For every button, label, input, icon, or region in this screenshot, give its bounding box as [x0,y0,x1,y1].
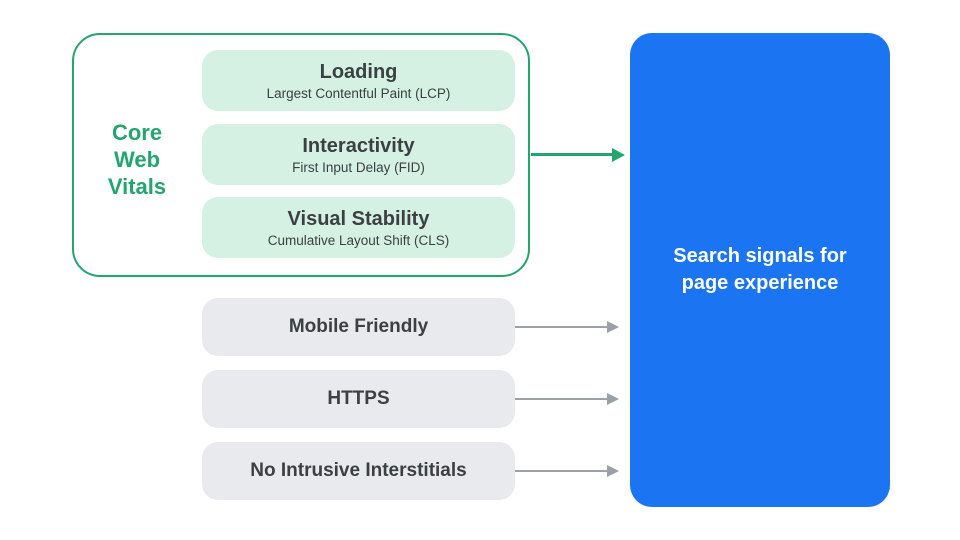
search-signals-panel-label: Search signals for page experience [673,245,847,294]
search-signals-panel: Search signals for page experience [630,33,890,507]
signal-box-https: HTTPS [202,370,515,428]
core-web-vitals-label-line: Core [111,120,163,145]
vital-box-loading: Loading Largest Contentful Paint (LCP) [202,50,515,111]
vital-title: Visual Stability [287,207,430,230]
signal-label: HTTPS [327,388,390,409]
signal-arrow-line [515,470,608,472]
signal-arrow-line [515,398,608,400]
signal-label: No Intrusive Interstitials [250,460,467,481]
signal-label: Mobile Friendly [288,316,429,337]
core-web-vitals-label-line: Vitals [107,174,167,199]
cwv-arrow-line [531,153,613,156]
cwv-arrow-head-icon [612,147,625,162]
vital-box-interactivity: Interactivity First Input Delay (FID) [202,124,515,185]
vital-subtitle: Cumulative Layout Shift (CLS) [267,232,450,248]
signal-arrow-head-icon [607,465,619,477]
signal-arrow-head-icon [607,393,619,405]
signal-arrow-line [515,326,608,328]
signal-box-mobile-friendly: Mobile Friendly [202,298,515,356]
vital-box-visual-stability: Visual Stability Cumulative Layout Shift… [202,197,515,258]
vital-subtitle: Largest Contentful Paint (LCP) [266,85,451,101]
core-web-vitals-label-line: Web [113,147,161,172]
signal-arrow-head-icon [607,321,619,333]
vital-title: Interactivity [302,134,415,157]
vital-title: Loading [319,60,398,83]
signal-box-no-intrusive-interstitials: No Intrusive Interstitials [202,442,515,500]
core-web-vitals-label: Core Web Vitals [72,119,202,200]
vital-subtitle: First Input Delay (FID) [292,159,425,175]
